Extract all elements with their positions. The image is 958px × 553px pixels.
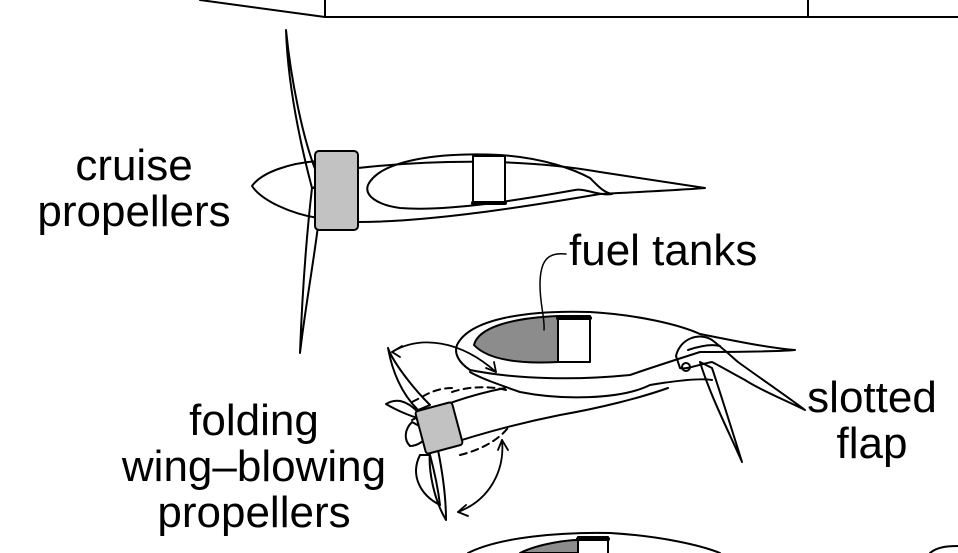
- folding-propeller: [385, 347, 511, 521]
- takeoff-wing-section: [455, 310, 796, 380]
- cruise-label-line-1: cruise: [75, 141, 193, 190]
- cruise-propeller-blade-upper: [285, 29, 323, 189]
- fold-arrows: [391, 341, 509, 517]
- takeoff-configuration: [385, 252, 806, 521]
- folding-propellers-label: folding wing–blowing propellers: [104, 398, 404, 536]
- folding-label-line-3: propellers: [157, 488, 351, 537]
- folding-label-line-1: folding: [189, 396, 319, 445]
- cruise-configuration: [251, 29, 706, 354]
- cruise-nacelle: [314, 150, 359, 231]
- folding-label-line-2: wing–blowing: [121, 442, 387, 491]
- top-partial-structure: [199, 0, 958, 18]
- slotted-flap: [675, 335, 806, 463]
- cruise-fuel-tank: [472, 155, 506, 205]
- slotted-flap-line-1: slotted: [807, 373, 937, 422]
- cruise-nacelle-outline: [251, 160, 319, 219]
- cruise-propellers-label: cruise propellers: [20, 143, 248, 235]
- cruise-wing-section: [366, 153, 613, 210]
- slotted-flap-line-2: flap: [836, 419, 908, 468]
- fuel-tanks-leader: [539, 252, 567, 331]
- folding-propeller-nacelle: [414, 401, 464, 455]
- cruise-label-line-2: propellers: [37, 187, 231, 236]
- fuel-tanks-label: fuel tanks: [569, 226, 758, 275]
- slotted-flap-label: slotted flap: [796, 375, 948, 467]
- bottom-partial-configuration: [467, 531, 958, 553]
